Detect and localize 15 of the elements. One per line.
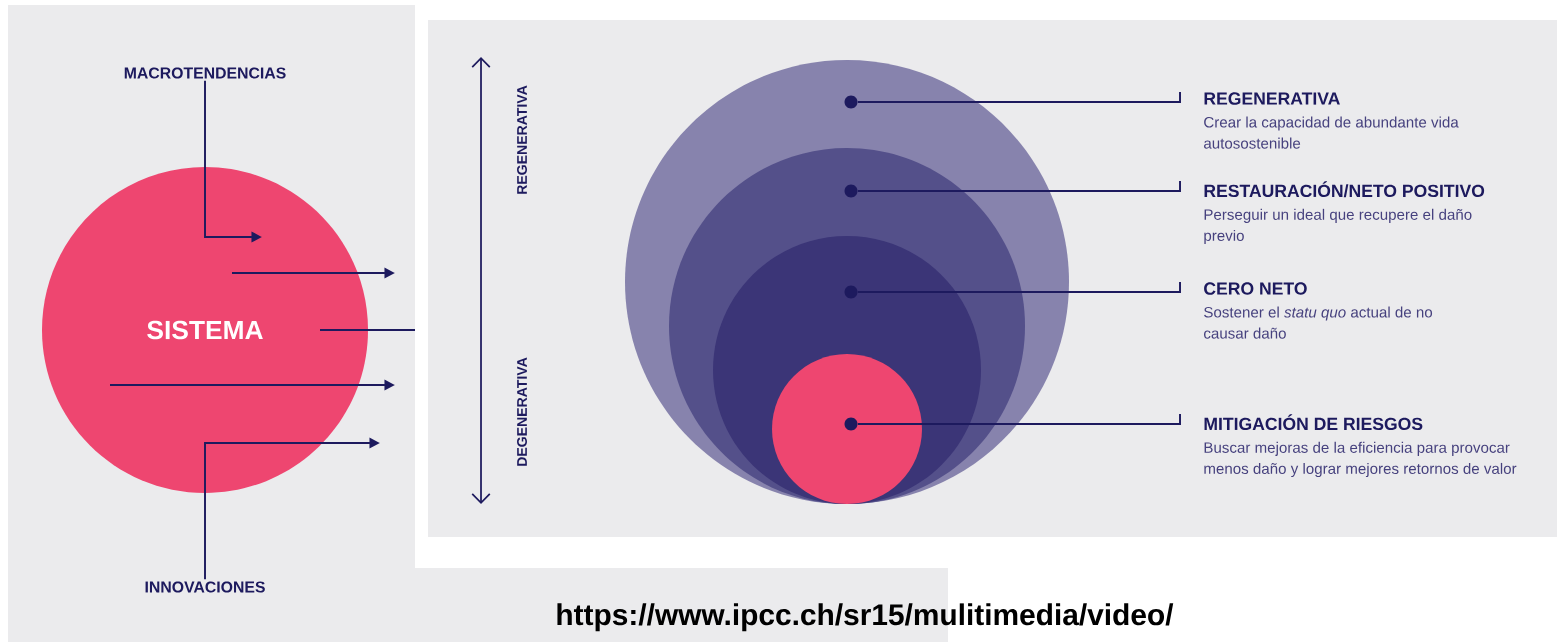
description-text: CERO NETO Sostener el statu quo actual de no causar daño xyxy=(1204,282,1433,339)
description-text: REGENERATIVA Crear la capacidad de abundante vida autosostenible xyxy=(1204,92,1459,149)
description-text: MITIGACIÓN DE RIESGOS Buscar mejoras de la eficiencia para provocar menos daño y lograr mejores retornos de valor xyxy=(1204,414,1517,477)
scale-label: DEGENERATIVA xyxy=(517,357,527,466)
description-text: RESTAURACIÓN/NETO POSITIVO Perseguir un ideal que recupere el daño previo xyxy=(1204,181,1485,244)
leader-line xyxy=(856,180,1181,192)
scale-label: REGENERATIVA xyxy=(517,85,527,194)
source-url: https://www.ipcc.ch/sr15/mulitimedia/video/ xyxy=(557,603,1174,632)
heading: INNOVACIONES xyxy=(145,581,265,593)
circle xyxy=(772,354,922,504)
leader-line xyxy=(856,91,1181,103)
leader-line xyxy=(856,413,1181,425)
heading: MACROTENDENCIAS xyxy=(124,67,286,79)
line xyxy=(319,329,416,331)
leader-line xyxy=(856,281,1181,293)
